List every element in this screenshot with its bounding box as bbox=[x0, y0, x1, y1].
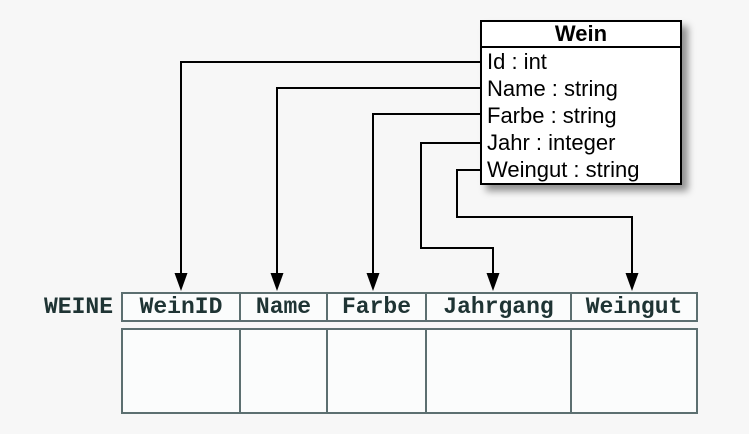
column-header-farbe: Farbe bbox=[326, 294, 425, 320]
arrowhead-weinid bbox=[174, 273, 188, 291]
arrowhead-jahrgang bbox=[486, 273, 500, 291]
class-attribute-jahr: Jahr : integer bbox=[487, 130, 616, 155]
column-header-jahrgang: Jahrgang bbox=[425, 294, 570, 320]
empty-cell-farbe bbox=[326, 330, 425, 412]
class-attribute-list: Id : int Name : string Farbe : string Ja… bbox=[482, 48, 680, 183]
column-header-weingut: Weingut bbox=[570, 294, 696, 320]
class-attribute-id: Id : int bbox=[487, 49, 547, 74]
table-name-label: WEINE bbox=[44, 294, 114, 320]
table-header-row: WeinID Name Farbe Jahrgang Weingut bbox=[121, 292, 698, 322]
connector-weingut-to-weingut bbox=[456, 169, 633, 274]
column-header-weinid: WeinID bbox=[139, 294, 223, 320]
column-header-name: Name bbox=[239, 294, 326, 320]
arrowhead-name bbox=[270, 273, 284, 291]
class-attribute-weingut: Weingut : string bbox=[487, 157, 640, 182]
arrowhead-farbe bbox=[366, 273, 380, 291]
empty-cell-weinid bbox=[123, 330, 239, 412]
class-title: Wein bbox=[482, 22, 680, 48]
class-attribute-farbe: Farbe : string bbox=[487, 103, 617, 128]
uml-class-box: Wein Id : int Name : string Farbe : stri… bbox=[480, 20, 682, 185]
connector-id-to-weinid bbox=[180, 61, 481, 274]
arrowhead-weingut bbox=[625, 273, 639, 291]
empty-cell-jahrgang bbox=[425, 330, 570, 412]
class-attribute-name: Name : string bbox=[487, 76, 618, 101]
empty-cell-weingut bbox=[570, 330, 696, 412]
empty-cell-name bbox=[239, 330, 326, 412]
connector-farbe-to-farbe bbox=[372, 113, 481, 274]
connector-name-to-name bbox=[276, 87, 481, 274]
connector-jahr-to-jahrgang bbox=[420, 142, 494, 274]
table-empty-row bbox=[121, 328, 698, 414]
